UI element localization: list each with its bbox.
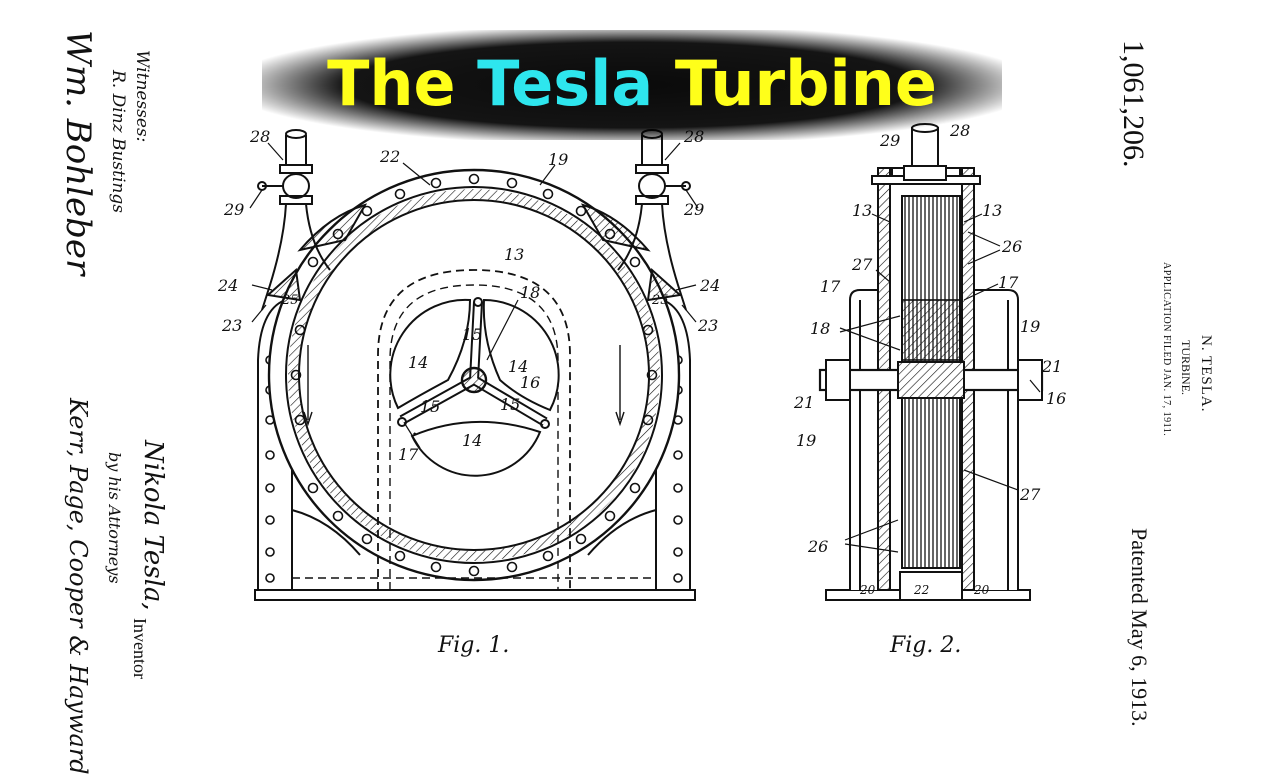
fig1-label-15c: 15 (500, 395, 520, 414)
witness-signature-1: R. Dinz Bustings (108, 70, 128, 213)
fig2-label-21a: 21 (1041, 357, 1062, 376)
fig1-label-14b: 14 (508, 357, 528, 376)
by-his-attorneys: by his Attorneys (105, 452, 124, 584)
fig2-label-27a: 27 (851, 255, 873, 274)
fig1-label-24b: 24 (699, 276, 720, 295)
inventor-signature: Nikola Tesla, (138, 440, 168, 611)
fig2-label-17b: 17 (998, 273, 1019, 292)
fig1-label-15a: 15 (462, 325, 482, 344)
attorneys-signature: Kerr, Page, Cooper & Hayward (64, 398, 92, 775)
patent-number: 1,061,206. (1117, 40, 1150, 168)
fig2-label-22: 22 (913, 583, 929, 597)
inventor-label: Inventor (130, 618, 150, 679)
patented-date: Patented May 6, 1913. (1127, 528, 1152, 727)
fig1-label-15b: 15 (420, 397, 440, 416)
patent-subject: TURBINE. (1179, 340, 1193, 395)
fig2-label-26a: 26 (1001, 237, 1022, 256)
fig2-label-17a: 17 (820, 277, 841, 296)
witnesses-label: Witnesses: (132, 50, 152, 143)
fig1-caption: Fig. 1. (437, 633, 509, 658)
title-word-turbine: Turbine (674, 47, 937, 120)
fig1-casing-flange (285, 186, 663, 564)
fig1-label-16: 16 (520, 373, 540, 392)
fig1-label-29b: 29 (683, 200, 704, 219)
title-word-the: The (327, 47, 456, 120)
fig1-label-23b: 23 (697, 316, 718, 335)
video-title: The Tesla Turbine (262, 40, 1002, 130)
fig2-label-20a: 20 (859, 583, 876, 597)
fig1-label-23a: 23 (221, 316, 242, 335)
fig1-base (254, 589, 696, 601)
fig1-label-18: 18 (520, 283, 540, 302)
fig1-label-14a: 14 (408, 353, 428, 372)
fig1-inner-arch (377, 269, 571, 590)
fig1-label-29a: 29 (223, 200, 244, 219)
fig1-label-14c: 14 (462, 431, 482, 450)
fig1-label-17: 17 (398, 445, 419, 464)
fig2-label-18: 18 (810, 319, 830, 338)
fig1-disc-segment (410, 420, 542, 477)
fig1-label-25a: 25 (281, 293, 299, 308)
fig2-label-19b: 19 (796, 431, 816, 450)
fig1-casing-inner (298, 199, 650, 551)
fig1-shaft (460, 366, 488, 394)
fig2-label-27b: 27 (1019, 485, 1041, 504)
fig2-caption: Fig. 2. (889, 633, 961, 658)
fig1-drawing (249, 129, 699, 601)
fig2-label-19a: 19 (1020, 317, 1040, 336)
fig1-disc-upper-left (389, 298, 472, 410)
fig2-label-16: 16 (1046, 389, 1066, 408)
fig2-drawing (818, 123, 1044, 601)
fig1-label-25b: 25 (651, 293, 669, 308)
inventor-name: N. TESLA. (1198, 335, 1214, 413)
fig2-label-21b: 21 (793, 393, 814, 412)
title-backdrop (262, 30, 1002, 140)
fig2-label-26b: 26 (807, 537, 828, 556)
fig1-label-24a: 24 (217, 276, 238, 295)
fig2-label-13a: 13 (852, 201, 872, 220)
fig2-label-13b: 13 (982, 201, 1002, 220)
fig1-casing-hatched (288, 189, 660, 561)
title-word-tesla: Tesla (477, 47, 654, 120)
application-filed: APPLICATION FILED JAN. 17, 1911. (1161, 262, 1172, 437)
fig2-label-20b: 20 (973, 583, 990, 597)
patent-drawing: 28 28 29 29 22 19 13 18 15 15 15 14 14 1… (217, 121, 1066, 658)
fig1-label-13: 13 (504, 245, 524, 264)
witness-signature-2: Wm. Bohleber (58, 30, 98, 276)
fig1-label-19: 19 (548, 150, 568, 169)
fig1-label-22: 22 (379, 147, 400, 166)
